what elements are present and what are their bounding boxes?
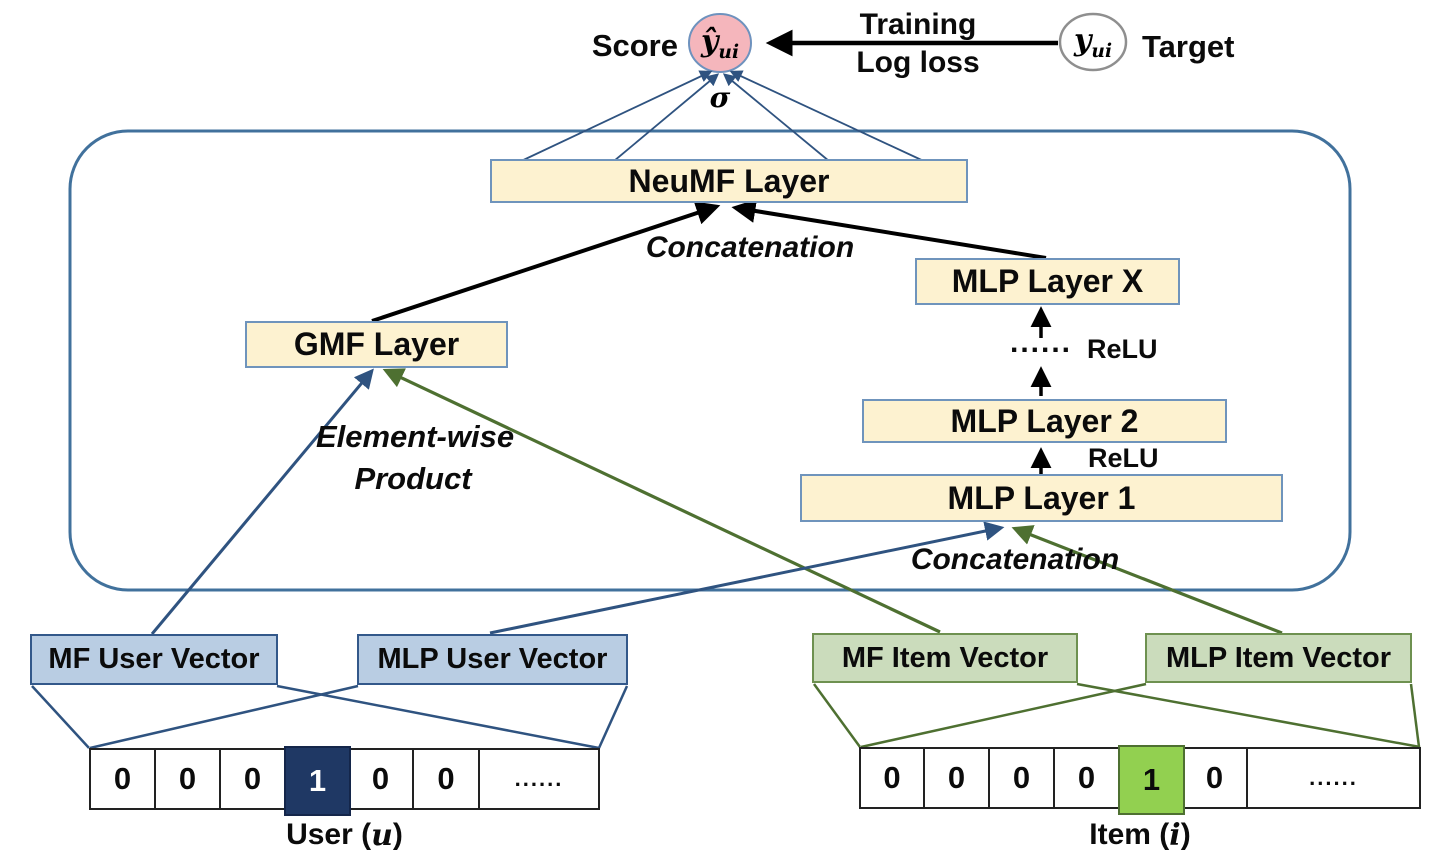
- item-vector-label: Item ( i ): [1089, 817, 1191, 853]
- elementwise-label-line1: Element-wise: [315, 419, 515, 454]
- mlp-user-to-mlp1-arrow: [489, 521, 1005, 635]
- target-symbol: yui: [1073, 22, 1113, 62]
- relu-label-1: ReLU: [1087, 334, 1158, 364]
- fan-line-4: [729, 70, 929, 164]
- relu-label-2: ReLU: [1088, 443, 1159, 473]
- training-label: Training: [859, 8, 977, 41]
- score-symbol: ŷui: [700, 23, 740, 63]
- item-onehot-hot-cell: 1: [1118, 745, 1185, 815]
- mlp-layer-2-box: MLP Layer 2: [862, 399, 1227, 443]
- user-onehot-cell: 0: [156, 750, 221, 808]
- score-label: Score: [591, 28, 678, 63]
- target-circle: [1058, 12, 1128, 72]
- mlp-item-vector-box: MLP Item Vector: [1145, 633, 1412, 683]
- item-onehot-cell: 0: [1055, 749, 1120, 807]
- mlp-layer-1-box: MLP Layer 1: [800, 474, 1283, 522]
- mf-item-right-connector: [1076, 682, 1421, 749]
- sigma-symbol: σ: [709, 80, 731, 114]
- log-loss-label: Log loss: [856, 46, 980, 79]
- mlp-user-vector-box: MLP User Vector: [357, 634, 628, 685]
- fan-line-1: [516, 70, 713, 164]
- item-onehot-dots-cell: ......: [1309, 765, 1358, 790]
- mlp-dots: ......: [1009, 326, 1072, 359]
- user-onehot-vector: 0 0 0 1 0 0 ......: [89, 746, 600, 816]
- user-onehot-cell: 0: [221, 750, 286, 808]
- model-container-outline: [68, 129, 1352, 592]
- item-onehot-cell: 0: [925, 749, 990, 807]
- item-onehot-vector: 0 0 0 0 1 0 ......: [859, 745, 1421, 815]
- user-onehot-cell: 0: [414, 750, 480, 808]
- fan-line-3: [722, 73, 836, 167]
- neumf-layer-box: NeuMF Layer: [490, 159, 968, 203]
- user-onehot-hot-cell: 1: [284, 746, 351, 816]
- mf-user-to-gmf-arrow: [150, 368, 374, 635]
- score-circle: [688, 13, 752, 73]
- concatenation-bottom-label: Concatenation: [910, 543, 1120, 576]
- mf-item-vector-box: MF Item Vector: [812, 633, 1078, 683]
- mlp-layer-x-box: MLP Layer X: [915, 258, 1180, 305]
- mlpx-to-neumf-arrow: [731, 199, 1047, 260]
- user-onehot-dots-cell: ......: [514, 766, 564, 791]
- mf-user-right-connector: [276, 684, 600, 750]
- mlp-item-to-mlp1-arrow: [1011, 525, 1283, 635]
- mlp-user-right-connector: [597, 685, 629, 749]
- user-onehot-cell: 0: [91, 750, 156, 808]
- mf-user-left-connector: [31, 685, 90, 749]
- user-vector-label: User (u): [286, 817, 403, 853]
- mf-item-left-connector: [812, 683, 862, 748]
- mf-item-to-gmf-arrow: [382, 368, 941, 634]
- item-onehot-cell: 0: [1183, 749, 1248, 807]
- item-onehot-cell: 0: [861, 749, 925, 807]
- concatenation-top-label: Concatenation: [645, 231, 855, 264]
- item-onehot-cell: 0: [990, 749, 1055, 807]
- elementwise-label-line2: Product: [354, 461, 472, 496]
- mlp-item-right-connector: [1409, 683, 1421, 748]
- gmf-to-neumf-arrow: [371, 201, 721, 323]
- mlp-user-left-connector: [89, 684, 359, 750]
- gmf-layer-box: GMF Layer: [245, 321, 508, 368]
- fan-line-2: [607, 73, 720, 167]
- mlp-item-left-connector: [860, 682, 1147, 749]
- target-label: Target: [1142, 29, 1235, 64]
- mf-user-vector-box: MF User Vector: [30, 634, 278, 685]
- user-onehot-cell: 0: [349, 750, 414, 808]
